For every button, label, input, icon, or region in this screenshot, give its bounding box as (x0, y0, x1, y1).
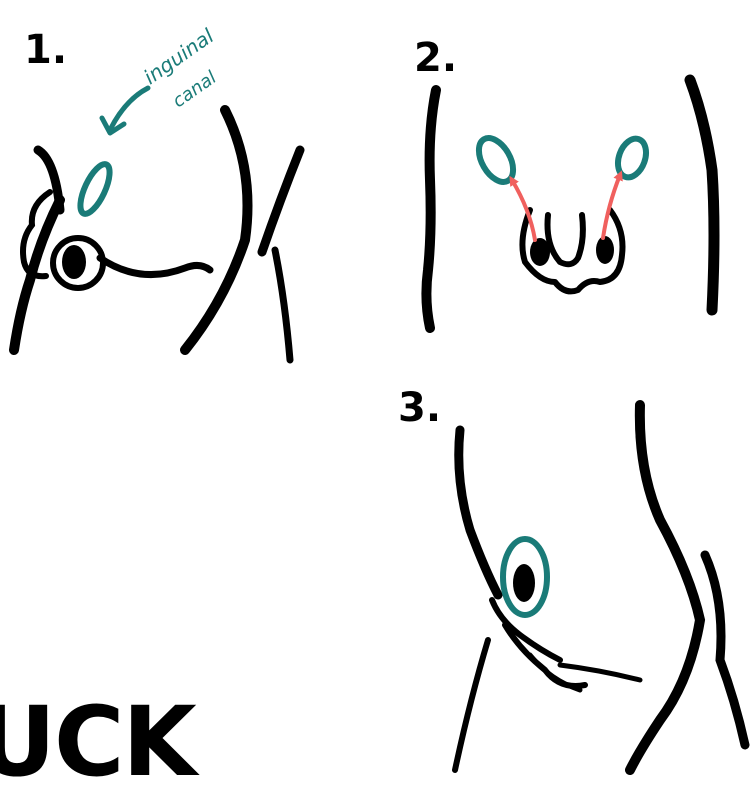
panel-1-drawing: inguinal canal (14, 23, 300, 360)
annotation-arrow (110, 88, 148, 130)
right-leg-outer (185, 110, 248, 350)
right-outer-line (705, 555, 745, 745)
panel-2-drawing (426, 80, 714, 328)
right-leg-inner (262, 150, 300, 252)
left-testis (530, 238, 550, 266)
testis (62, 245, 86, 279)
lower-curve-3 (560, 665, 640, 680)
right-testis (596, 236, 614, 264)
right-torso-line (690, 80, 714, 310)
left-leg-line (455, 640, 488, 770)
canal-label: canal (169, 67, 221, 112)
inguinal-canal-oval (75, 160, 116, 217)
testis-in-canal (513, 564, 535, 602)
lower-curve (100, 258, 210, 275)
right-leg-lower (275, 250, 290, 360)
penis-outline (548, 215, 583, 264)
left-body-line (459, 430, 498, 595)
right-body-line (630, 405, 700, 770)
left-torso-line (426, 90, 436, 328)
panel-3-drawing (455, 405, 745, 770)
